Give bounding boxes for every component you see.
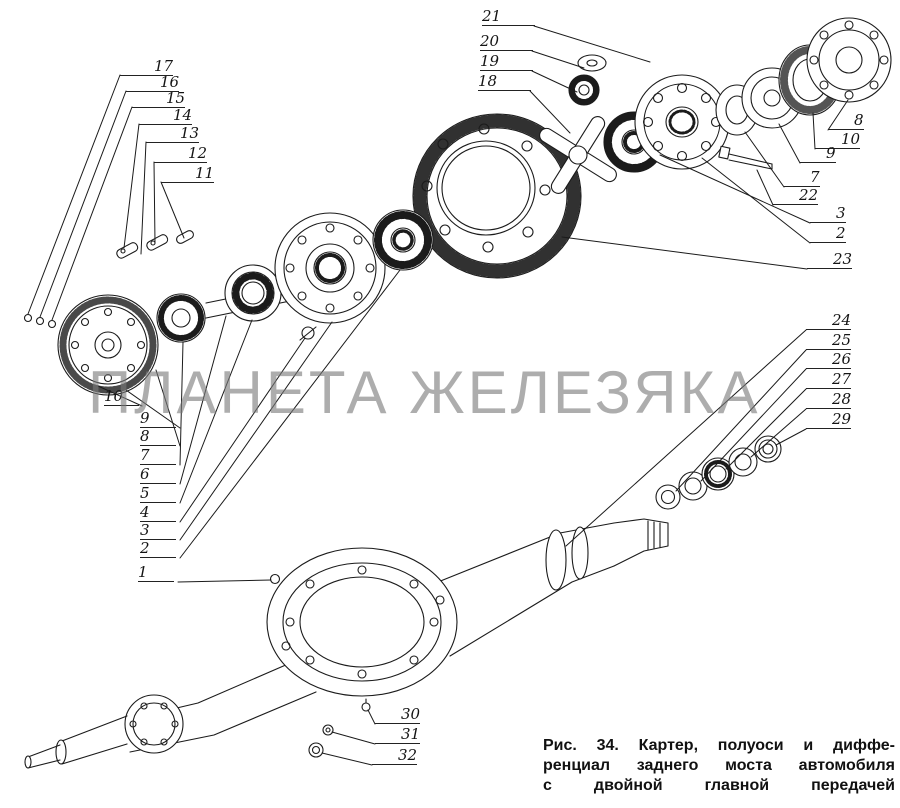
- part-breather-and-plugs: [308, 698, 371, 758]
- callout-rm-29: 29: [806, 411, 852, 429]
- part-ring-gear: [412, 113, 582, 279]
- callout-rm-28: 28: [806, 391, 852, 409]
- callout-tl-12: 12: [154, 145, 208, 163]
- part-lock-washer: [299, 326, 317, 341]
- part-bearing-flange: [806, 17, 892, 103]
- callout-l-8: 8: [140, 428, 176, 446]
- callout-r-23: 23: [807, 251, 853, 269]
- callout-rm-25: 25: [806, 332, 852, 350]
- callout-r-9: 9: [800, 145, 836, 163]
- callout-b-30: 30: [375, 706, 421, 724]
- callout-tl-15: 15: [132, 90, 186, 108]
- callout-tl-11: 11: [161, 165, 215, 183]
- callout-r-3: 3: [810, 205, 846, 223]
- callout-b-31: 31: [375, 726, 421, 744]
- part-small-fasteners: [23, 313, 57, 329]
- callout-r-22: 22: [773, 187, 819, 205]
- leader-lines: [27, 25, 849, 766]
- callout-l-3: 3: [140, 522, 176, 540]
- figure-caption: Рис. 34. Картер, полуоси и диффе- ренциа…: [543, 736, 895, 796]
- callout-r-8: 8: [828, 112, 864, 130]
- callout-tl-14: 14: [139, 107, 193, 125]
- part-drive-flange: [274, 212, 386, 324]
- callout-rm-27: 27: [806, 371, 852, 389]
- part-splined-coupling: [156, 293, 206, 343]
- callout-l-6: 6: [140, 466, 176, 484]
- caption-line-3: с двойной главной передачей: [543, 777, 895, 794]
- callout-r-7: 7: [784, 169, 820, 187]
- part-wheel-bearing: [224, 264, 282, 322]
- callout-l-10: 10: [104, 388, 140, 406]
- callout-tl-13: 13: [146, 125, 200, 143]
- callout-rm-24: 24: [806, 312, 852, 330]
- part-spider-cross: [539, 116, 617, 194]
- callout-tr-19: 19: [480, 53, 534, 71]
- callout-l-7: 7: [140, 447, 176, 465]
- callout-l-5: 5: [140, 485, 176, 503]
- part-hub-flange: [57, 294, 159, 396]
- callout-l-1: 1: [138, 564, 174, 582]
- part-seal-stack: [655, 435, 782, 510]
- callout-l-4: 4: [140, 504, 176, 522]
- part-shaft-gear: [372, 209, 434, 271]
- part-lock-plates: [116, 230, 194, 259]
- part-axle-housing: [24, 518, 669, 769]
- part-washer-20: [577, 54, 607, 72]
- callout-rm-26: 26: [806, 351, 852, 369]
- callout-tl-17: 17: [120, 58, 174, 76]
- part-diff-case: [634, 74, 730, 170]
- caption-line-2: ренциал заднего моста автомобиля: [543, 757, 895, 774]
- callout-r-2: 2: [810, 225, 846, 243]
- callout-tr-21: 21: [482, 8, 536, 26]
- caption-line-1: Рис. 34. Картер, полуоси и диффе-: [543, 737, 895, 754]
- part-bolt: [718, 145, 773, 170]
- callout-tr-20: 20: [480, 33, 534, 51]
- callout-l-9: 9: [140, 410, 176, 428]
- callout-l-2: 2: [140, 540, 176, 558]
- callout-b-32: 32: [372, 747, 418, 765]
- callout-tr-18: 18: [478, 73, 532, 91]
- callout-r-10: 10: [815, 131, 861, 149]
- watermark: ПЛАНЕТА ЖЕЛЕЗЯКА: [88, 359, 761, 426]
- callout-tl-16: 16: [126, 74, 180, 92]
